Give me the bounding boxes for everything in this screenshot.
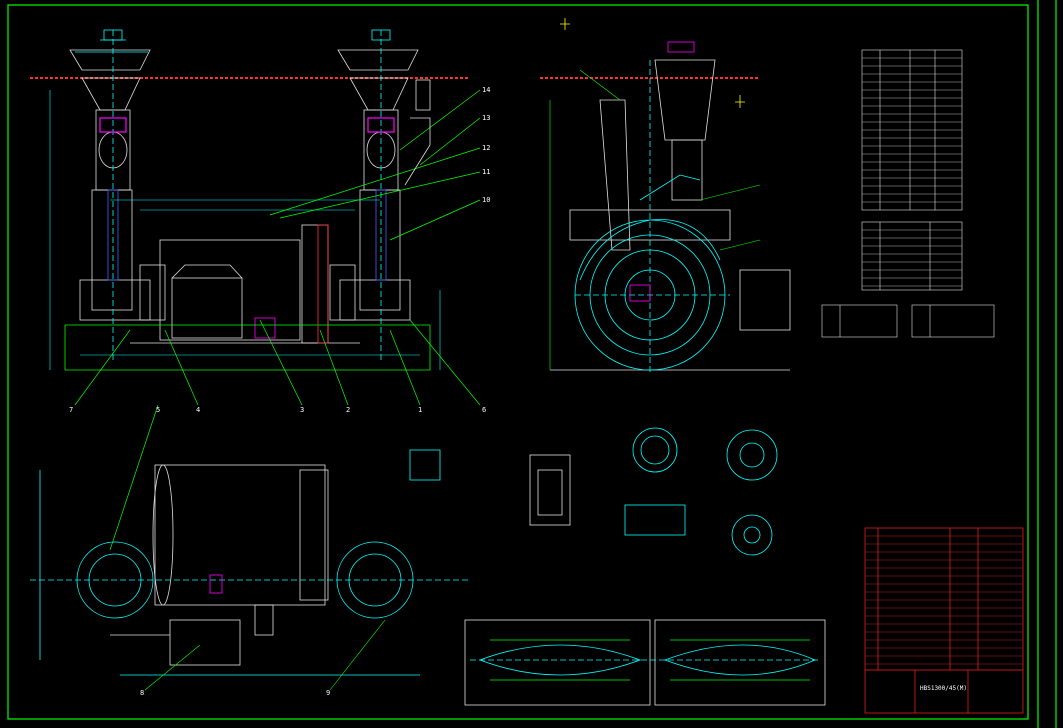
part-number: 8 — [140, 689, 144, 697]
title-block-code: HBS1300/45(M) — [920, 685, 967, 692]
part-number: 9 — [326, 689, 330, 697]
part-number: 1 — [418, 406, 422, 414]
part-number: 11 — [482, 168, 490, 176]
title-block — [864, 527, 1024, 714]
drawing-border — [7, 0, 1057, 728]
part-number: 10 — [482, 196, 490, 204]
part-number: 2 — [346, 406, 350, 414]
plan-view: 8 9 — [30, 449, 470, 697]
part-number: 14 — [482, 86, 490, 94]
side-elevation-view — [549, 18, 791, 375]
detail-views — [529, 427, 778, 556]
part-number: 13 — [482, 114, 490, 122]
part-number: 3 — [300, 406, 304, 414]
part-number: 7 — [69, 406, 73, 414]
rotor-section-view — [464, 619, 826, 706]
part-number: 12 — [482, 144, 490, 152]
part-number: 4 — [196, 406, 200, 414]
part-number: 6 — [482, 406, 486, 414]
part-number: 5 — [156, 406, 160, 414]
